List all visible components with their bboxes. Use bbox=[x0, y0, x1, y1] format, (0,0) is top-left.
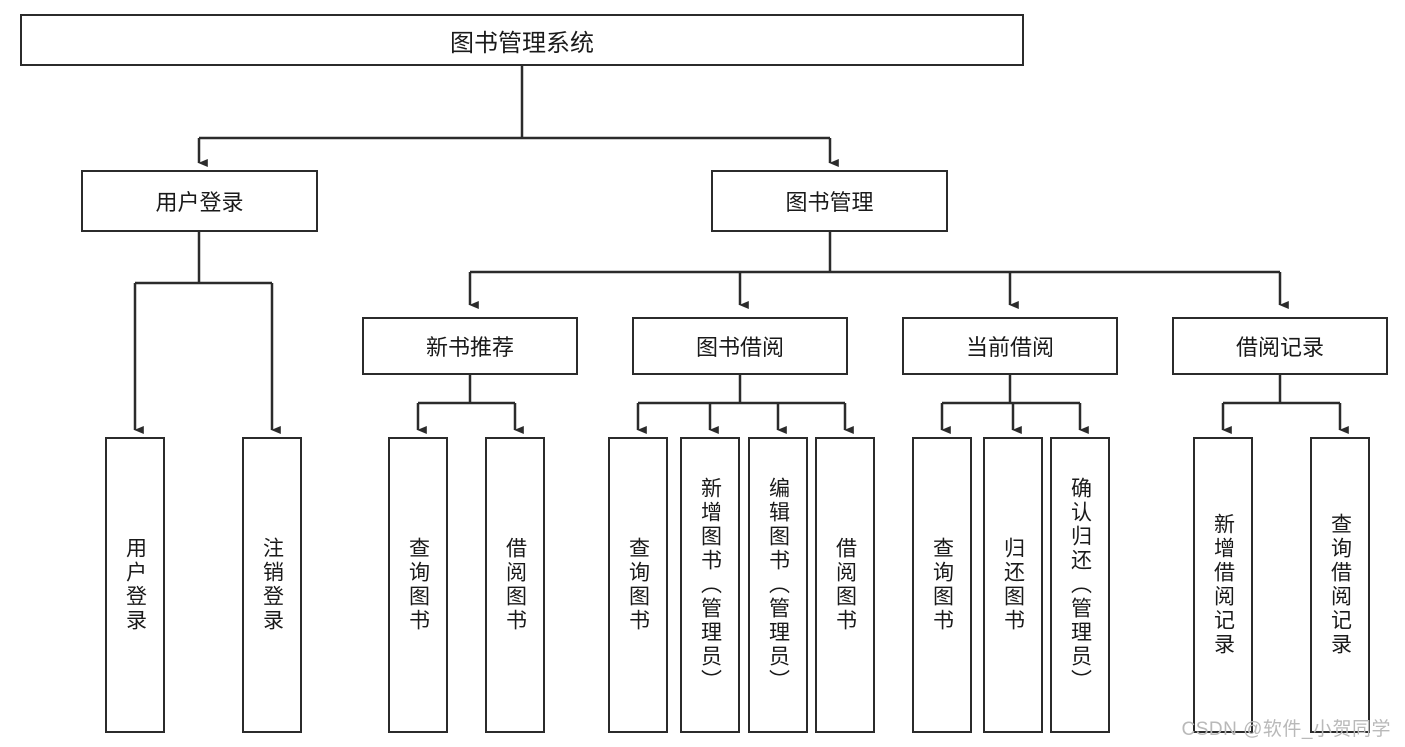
node-borrowing-records[interactable]: 借阅记录 bbox=[1172, 317, 1388, 375]
node-label: 新增借阅记录 bbox=[1211, 513, 1235, 657]
node-root-book-management-system[interactable]: 图书管理系统 bbox=[20, 14, 1024, 66]
node-label: 用户登录 bbox=[155, 190, 244, 215]
node-user-login[interactable]: 用户登录 bbox=[81, 170, 318, 232]
node-label: 归还图书 bbox=[1001, 537, 1025, 633]
node-book-borrowing[interactable]: 图书借阅 bbox=[632, 317, 848, 375]
node-label: 查询图书 bbox=[626, 537, 650, 633]
node-leaf-borrow-book-new-rec[interactable]: 借阅图书 bbox=[485, 437, 545, 733]
node-label: 编辑图书（管理员） bbox=[766, 477, 790, 693]
node-label: 图书借阅 bbox=[695, 335, 784, 360]
node-label: 图书管理 bbox=[785, 190, 874, 215]
node-label: 当前借阅 bbox=[965, 335, 1054, 360]
node-leaf-user-logout[interactable]: 注销登录 bbox=[242, 437, 302, 733]
node-leaf-query-book-new-rec[interactable]: 查询图书 bbox=[388, 437, 448, 733]
node-leaf-query-borrow-record[interactable]: 查询借阅记录 bbox=[1310, 437, 1370, 733]
node-label: 图书管理系统 bbox=[450, 29, 594, 57]
node-leaf-user-login[interactable]: 用户登录 bbox=[105, 437, 165, 733]
node-leaf-borrow-book-borrowing[interactable]: 借阅图书 bbox=[815, 437, 875, 733]
node-label: 借阅图书 bbox=[503, 537, 527, 633]
node-label: 借阅图书 bbox=[833, 537, 857, 633]
node-leaf-add-book-admin[interactable]: 新增图书（管理员） bbox=[680, 437, 740, 733]
node-new-book-recommendation[interactable]: 新书推荐 bbox=[362, 317, 578, 375]
node-leaf-confirm-return-admin[interactable]: 确认归还（管理员） bbox=[1050, 437, 1110, 733]
node-leaf-return-book[interactable]: 归还图书 bbox=[983, 437, 1043, 733]
node-leaf-edit-book-admin[interactable]: 编辑图书（管理员） bbox=[748, 437, 808, 733]
node-label: 确认归还（管理员） bbox=[1068, 477, 1092, 693]
node-label: 查询图书 bbox=[406, 537, 430, 633]
node-leaf-add-borrow-record[interactable]: 新增借阅记录 bbox=[1193, 437, 1253, 733]
node-leaf-query-book-borrowing[interactable]: 查询图书 bbox=[608, 437, 668, 733]
node-label: 借阅记录 bbox=[1235, 335, 1324, 360]
node-leaf-query-book-current[interactable]: 查询图书 bbox=[912, 437, 972, 733]
node-label: 查询借阅记录 bbox=[1328, 513, 1352, 657]
node-label: 查询图书 bbox=[930, 537, 954, 633]
node-label: 新书推荐 bbox=[425, 335, 514, 360]
csdn-watermark: CSDN @软件_小贺同学 bbox=[1181, 719, 1391, 740]
node-label: 注销登录 bbox=[260, 537, 284, 633]
node-label: 新增图书（管理员） bbox=[698, 477, 722, 693]
node-current-borrowing[interactable]: 当前借阅 bbox=[902, 317, 1118, 375]
node-book-management[interactable]: 图书管理 bbox=[711, 170, 948, 232]
node-label: 用户登录 bbox=[123, 537, 147, 633]
